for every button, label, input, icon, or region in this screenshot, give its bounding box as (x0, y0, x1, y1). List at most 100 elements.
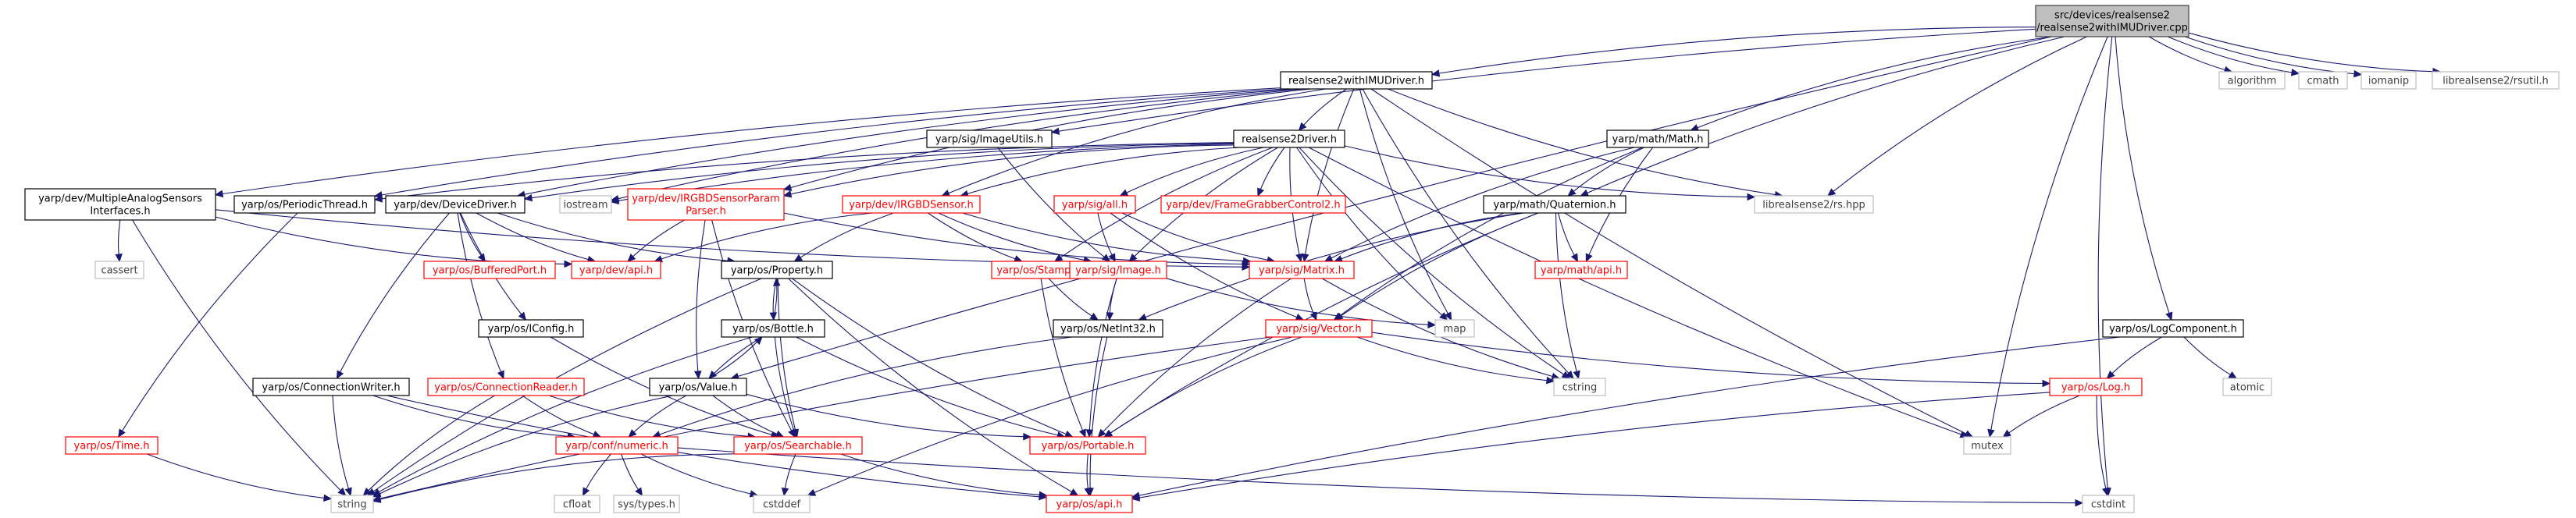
edge-line (632, 219, 685, 257)
edge-line (1296, 147, 1443, 316)
node-label: yarp/dev/FrameGrabberControl2.h (1166, 200, 1340, 211)
edge-line (117, 219, 121, 255)
edge-connwriter-to-numeric (372, 395, 576, 440)
edge-line (1587, 36, 2065, 193)
edge-withimu-to-matrix (1302, 88, 1355, 263)
edge-rs2driver-to-rshpp (1344, 145, 1756, 201)
edge-rs2driver-to-sigall (1119, 147, 1264, 197)
edge-line (997, 147, 1105, 257)
node-iconfig[interactable]: yarp/os/IConfig.h (478, 319, 584, 338)
node-root[interactable]: src/devices/realsense2/realsense2withIMU… (2035, 5, 2189, 37)
edge-line (340, 212, 450, 373)
node-math[interactable]: yarp/math/Math.h (1606, 130, 1709, 148)
edge-line (379, 336, 1272, 499)
node-box (1754, 195, 1874, 214)
node-rshpp: librealsense2/rs.hpp (1754, 195, 1874, 214)
edge-arrowhead (1444, 311, 1452, 321)
edge-value-to-portable (746, 393, 1032, 441)
node-label: /realsense2withIMUDriver.cpp (2036, 23, 2188, 34)
node-connwriter[interactable]: yarp/os/ConnectionWriter.h (252, 378, 410, 396)
edge-connreader-to-numeric (522, 395, 602, 438)
node-box (721, 319, 825, 338)
edge-log-to-cstdint (2096, 395, 2110, 497)
node-numeric[interactable]: yarp/conf/numeric.h (555, 436, 679, 455)
node-devicedriver[interactable]: yarp/dev/DeviceDriver.h (385, 195, 526, 214)
node-rs2driver[interactable]: realsense2Driver.h (1233, 130, 1345, 148)
edge-line (746, 393, 1024, 438)
node-image[interactable]: yarp/sig/Image.h (1069, 261, 1167, 279)
edge-line (1990, 36, 2108, 431)
edge-arrowhead (2353, 69, 2363, 78)
edge-arrowhead (627, 253, 636, 262)
node-box (2298, 71, 2348, 90)
edge-arrowhead (790, 428, 798, 438)
node-log[interactable]: yarp/os/Log.h (2049, 378, 2143, 396)
edge-arrowhead (1987, 428, 1995, 438)
edge-line (1166, 278, 1429, 325)
node-matrix[interactable]: yarp/sig/Matrix.h (1249, 261, 1355, 279)
edge-line (1303, 278, 1314, 314)
node-osapi[interactable]: yarp/os/api.h (1046, 495, 1133, 513)
node-multianalog[interactable]: yarp/dev/MultipleAnalogSensorsInterfaces… (24, 188, 216, 221)
edge-line (2097, 36, 2113, 489)
node-fgc2[interactable]: yarp/dev/FrameGrabberControl2.h (1160, 195, 1346, 214)
edge-withimu-to-multianalog (214, 87, 1281, 198)
node-label: yarp/math/Quaternion.h (1493, 200, 1616, 211)
edge-line (1110, 336, 1302, 434)
node-label: yarp/os/Value.h (659, 382, 738, 394)
edge-arrowhead (775, 430, 785, 438)
node-portable[interactable]: yarp/os/Portable.h (1029, 436, 1146, 455)
edge-rs2driver-to-map (1296, 147, 1448, 321)
edge-arrowhead (1108, 253, 1116, 263)
node-imageutils[interactable]: yarp/sig/ImageUtils.h (926, 130, 1053, 148)
edge-rs2driver-to-iostream (610, 144, 1235, 205)
edge-withimu-to-map (1359, 88, 1452, 321)
node-stamp[interactable]: yarp/os/Stamp.h (991, 261, 1086, 279)
edge-line (790, 88, 1312, 189)
edge-searchable-to-string (372, 453, 735, 503)
node-mathapi[interactable]: yarp/math/api.h (1534, 261, 1628, 279)
node-label: librealsense2/rs.hpp (1762, 200, 1865, 211)
node-sigall[interactable]: yarp/sig/all.h (1053, 195, 1136, 214)
node-vector[interactable]: yarp/sig/Vector.h (1265, 319, 1373, 338)
node-withimu[interactable]: realsense2withIMUDriver.h (1280, 71, 1433, 90)
edge-arrowhead (2290, 69, 2300, 76)
edge-line (1138, 392, 2050, 498)
edge-arrowhead (1565, 370, 1574, 379)
edge-line (774, 336, 795, 431)
node-box (2102, 319, 2244, 338)
node-value[interactable]: yarp/os/Value.h (649, 378, 747, 396)
edge-quaternion-to-cstring (1555, 212, 1580, 380)
edge-line (459, 212, 482, 256)
node-logcomponent[interactable]: yarp/os/LogComponent.h (2102, 319, 2244, 338)
node-bufferedport[interactable]: yarp/os/BufferedPort.h (423, 261, 556, 279)
edge-connreader-to-string (362, 395, 495, 496)
node-label: mutex (1971, 441, 2004, 452)
node-box (1046, 495, 1133, 513)
node-irgbd[interactable]: yarp/dev/IRGBDSensor.h (842, 195, 981, 214)
node-devapi[interactable]: yarp/dev/api.h (571, 261, 661, 279)
node-label: yarp/os/api.h (1056, 499, 1123, 511)
node-netint32[interactable]: yarp/os/NetInt32.h (1053, 319, 1163, 338)
edge-line (1438, 27, 2036, 74)
node-ostime[interactable]: yarp/os/Time.h (65, 436, 159, 455)
node-bottle[interactable]: yarp/os/Bottle.h (721, 319, 825, 338)
edge-log-to-osapi (1131, 392, 2050, 502)
edge-line (1088, 278, 1117, 431)
node-map: map (1434, 319, 1475, 338)
node-connreader[interactable]: yarp/os/ConnectionReader.h (427, 378, 585, 396)
edge-multianalog-to-cassert (115, 219, 123, 263)
edge-line (1086, 453, 1088, 489)
node-property[interactable]: yarp/os/Property.h (721, 261, 833, 279)
edge-line (677, 447, 2076, 504)
node-box (1053, 195, 1136, 214)
edge-arrowhead (1295, 313, 1305, 321)
node-quaternion[interactable]: yarp/math/Quaternion.h (1483, 195, 1626, 214)
node-searchable[interactable]: yarp/os/Searchable.h (733, 436, 863, 455)
node-box (571, 261, 661, 279)
node-periodic[interactable]: yarp/os/PeriodicThread.h (233, 195, 376, 214)
edge-arrowhead (372, 490, 382, 498)
edge-vector-to-portable (1103, 336, 1302, 438)
edge-line (2111, 336, 2162, 374)
